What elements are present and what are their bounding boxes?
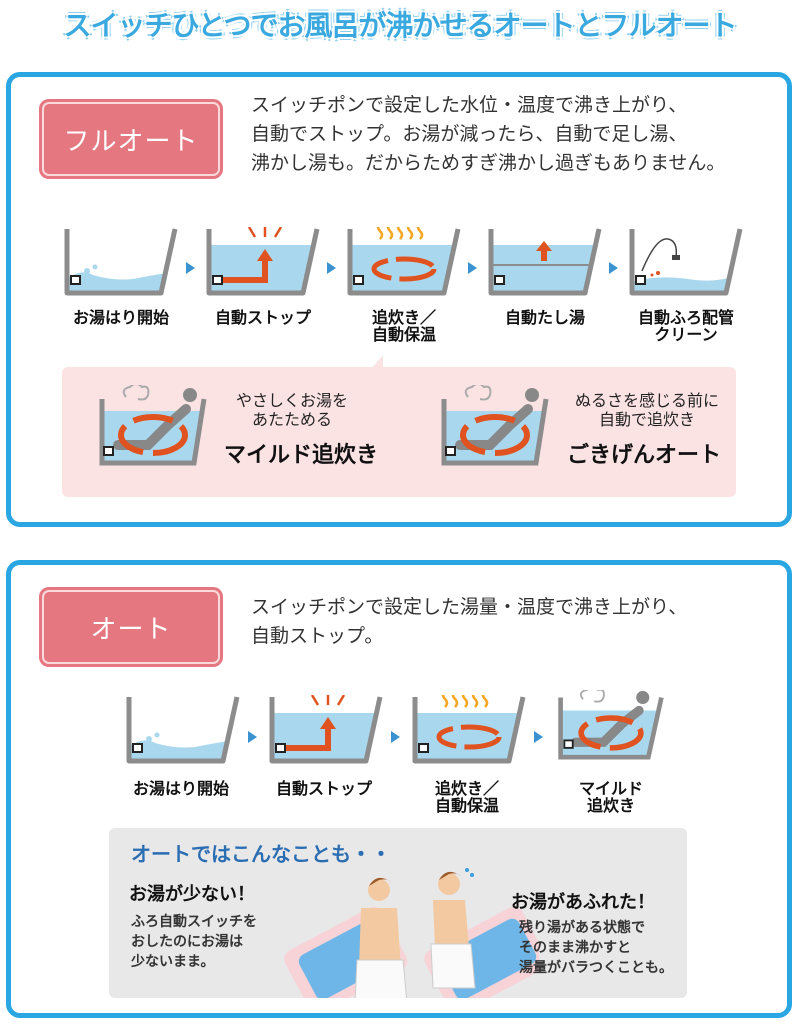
auto-panel: オート スイッチポンで設定した湯量・温度で沸き上がり、 自動ストップ。 お湯はり… xyxy=(6,560,792,1018)
bathtub-filling-icon xyxy=(63,227,179,297)
bathtub-filling-icon xyxy=(125,695,241,765)
bathtub-reheat-icon xyxy=(346,227,462,297)
notes-title: オートではこんなことも・・ xyxy=(131,842,391,866)
step-label: 追炊き／ 自動保温 xyxy=(371,308,436,344)
bathtub-gokigen-auto-icon xyxy=(441,385,549,466)
feature-subtitle: やさしくお湯を あたためる xyxy=(235,391,348,429)
bathtub-auto-stop-icon xyxy=(268,695,384,765)
step-label: 自動ストップ xyxy=(275,779,372,798)
step-arrow-icon xyxy=(534,731,543,743)
case-text: 残り湯がある状態で そのまま沸かすと 湯量がバラつくことも。 xyxy=(519,920,673,976)
step-arrow-icon xyxy=(391,731,400,743)
step-label: 自動ふろ配管 クリーン xyxy=(637,308,734,344)
step-label: マイルド 追炊き xyxy=(578,779,643,815)
feature-title: マイルド追炊き xyxy=(224,443,379,468)
case-text: ふろ自動スイッチを おしたのにお湯は 少ないまま。 xyxy=(131,914,257,970)
auto-badge: オート xyxy=(39,587,223,667)
full-auto-features-box: やさしくお湯を あたためる マイルド追炊き ぬるさを感じる前に 自動で追炊き ご… xyxy=(62,367,736,497)
bathtub-pipe-clean-icon xyxy=(628,227,744,297)
bathers-illustration xyxy=(284,868,539,998)
bathtub-reheat-icon xyxy=(411,695,527,765)
page-title: スイッチひとつでお風呂が沸かせるオートとフルオート xyxy=(63,9,737,42)
full-auto-badge: フルオート xyxy=(39,99,223,179)
callout-notch xyxy=(371,355,383,369)
auto-notes-box: オートではこんなことも・・ お湯が少ない！ ふろ自動スイッチを おし xyxy=(109,828,687,998)
step-arrow-icon xyxy=(468,262,477,274)
auto-description: スイッチポンで設定した湯量・温度で沸き上がり、 自動ストップ。 xyxy=(251,596,688,647)
full-auto-panel: フルオート スイッチポンで設定した水位・温度で沸き上がり、 自動でストップ。お湯… xyxy=(6,72,792,527)
bathtub-auto-stop-icon xyxy=(205,227,321,297)
step-label: 自動ストップ xyxy=(214,308,311,327)
bathtub-add-water-icon xyxy=(487,227,603,297)
step-label: お湯はり開始 xyxy=(132,779,229,798)
feature-title: ごきげんオート xyxy=(567,443,722,468)
step-label: 追炊き／ 自動保温 xyxy=(434,779,499,815)
step-label: 自動たし湯 xyxy=(504,308,585,327)
step-arrow-icon xyxy=(327,262,336,274)
case-title: お湯があふれた！ xyxy=(511,892,655,913)
step-arrow-icon xyxy=(186,262,195,274)
step-arrow-icon xyxy=(248,731,257,743)
feature-subtitle: ぬるさを感じる前に 自動で追炊き xyxy=(574,391,719,429)
step-label: お湯はり開始 xyxy=(72,308,169,327)
bathtub-mild-reheat-icon xyxy=(558,690,664,760)
case-title: お湯が少ない！ xyxy=(129,884,255,905)
step-arrow-icon xyxy=(609,262,618,274)
bathtub-mild-reheat-icon xyxy=(99,385,207,466)
full-auto-description: スイッチポンで設定した水位・温度で沸き上がり、 自動でストップ。お湯が減ったら、… xyxy=(251,94,726,174)
